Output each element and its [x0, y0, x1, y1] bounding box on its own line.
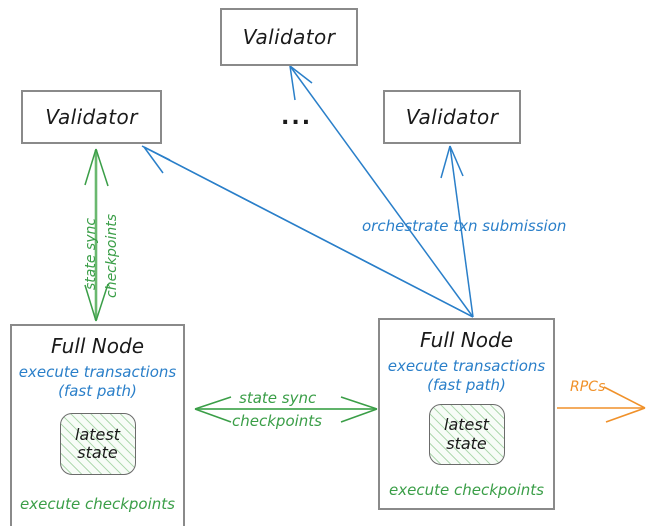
edge-orchestrate-to-validator-left-b — [141, 145, 474, 318]
edge-label-state-sync-horizontal-1: state sync — [239, 389, 317, 407]
validator-top-label: Validator — [242, 25, 336, 49]
full-node-right-blue-line-1: execute transactions — [387, 357, 546, 375]
edge-orchestrate-to-validator-right — [440, 145, 474, 318]
edge-state-sync-horizontal — [194, 396, 378, 423]
validator-right-label: Validator — [405, 105, 499, 129]
edge-label-orchestrate: orchestrate txn submission — [362, 217, 567, 235]
edge-label-state-sync-vertical-1: state sync — [83, 217, 99, 290]
full-node-right-execute-checkpoints: execute checkpoints — [389, 481, 544, 500]
validator-top[interactable]: Validator — [220, 8, 358, 66]
latest-state-left-line-2: state — [77, 443, 118, 463]
latest-state-box-left: latest state — [59, 413, 136, 476]
edge-label-state-sync-horizontal-2: checkpoints — [232, 412, 322, 430]
edge-orchestrate-to-validator-top — [289, 65, 474, 318]
full-node-left-execute-checkpoints: execute checkpoints — [20, 495, 175, 514]
full-node-right[interactable]: Full Node execute transactions (fast pat… — [378, 318, 555, 510]
edge-label-state-sync-vertical-2: checkpoints — [104, 214, 120, 298]
latest-state-right-line-2: state — [446, 433, 487, 453]
latest-state-left-line-1: latest — [75, 424, 120, 444]
full-node-left-title: Full Node — [50, 334, 145, 358]
full-node-right-execute-transactions: execute transactions (fast path) — [388, 357, 546, 395]
full-node-right-blue-line-2: (fast path) — [427, 376, 506, 395]
full-node-left-blue-line-2: (fast path) — [58, 382, 137, 401]
full-node-left-execute-transactions: execute transactions (fast path) — [19, 363, 177, 401]
edge-label-rpcs: RPCs — [570, 379, 606, 395]
full-node-left[interactable]: Full Node execute transactions (fast pat… — [10, 324, 185, 526]
validator-left[interactable]: Validator — [21, 90, 162, 144]
latest-state-box-right: latest state — [428, 404, 505, 466]
full-node-left-blue-line-1: execute transactions — [18, 363, 177, 381]
edge-rpcs — [557, 386, 646, 423]
validator-left-label: Validator — [45, 105, 138, 129]
full-node-right-title: Full Node — [419, 328, 514, 352]
ellipsis-label: ... — [281, 105, 313, 130]
latest-state-right-line-1: latest — [444, 415, 489, 434]
validator-right[interactable]: Validator — [383, 90, 521, 144]
edge-state-sync-vertical — [84, 148, 109, 322]
